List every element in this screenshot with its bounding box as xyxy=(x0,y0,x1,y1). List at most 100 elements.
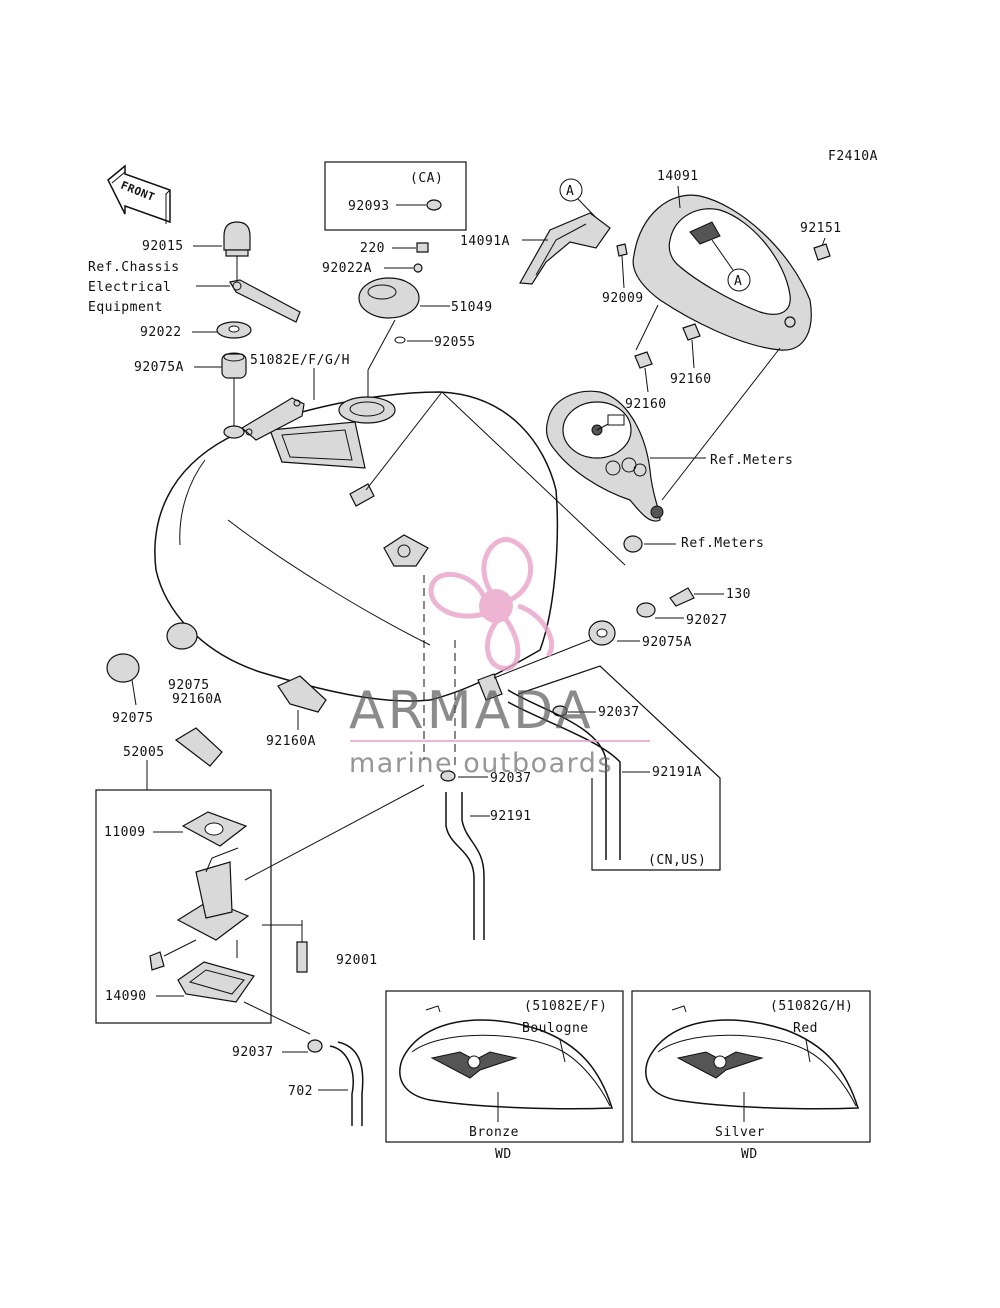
part-label-92093: 92093 xyxy=(348,199,390,214)
damper-92075-upper xyxy=(166,622,198,650)
inset1-code: (51082E/F) xyxy=(524,999,607,1014)
callout-a-right-label: A xyxy=(734,274,742,289)
filter-14090 xyxy=(177,961,255,1003)
ref-meters-label-2: Ref.Meters xyxy=(681,536,764,551)
armada-watermark: ARMADA marine outboards xyxy=(349,537,650,779)
fuel-pump-assembly-box xyxy=(95,789,272,1024)
part-label-92022A: 92022A xyxy=(322,261,372,276)
collar-92027 xyxy=(636,602,656,618)
callout-a-left-label: A xyxy=(566,184,574,199)
tank-outlet xyxy=(477,673,503,701)
part-label-220: 220 xyxy=(360,241,385,256)
propeller-logo-icon xyxy=(428,537,555,671)
grommet-92160-right xyxy=(682,323,701,341)
inset2-color-top: Red xyxy=(793,1021,818,1036)
tank-bracket xyxy=(240,397,305,441)
inset2-market: WD xyxy=(741,1147,758,1162)
inset1-market: WD xyxy=(495,1147,512,1162)
meter-cover-14091 xyxy=(632,194,812,351)
cover-14091A xyxy=(519,212,611,285)
clamp-92037-mid xyxy=(440,770,456,782)
oring-92055 xyxy=(394,336,406,344)
part-label-92027: 92027 xyxy=(686,613,728,628)
color-inset-51082EF xyxy=(385,990,624,1143)
color-inset-51082GH xyxy=(631,990,871,1143)
part-label-92160A-lower: 92160A xyxy=(266,734,316,749)
part-label-702: 702 xyxy=(288,1084,313,1099)
part-label-14091: 14091 xyxy=(657,169,699,184)
screw-220 xyxy=(416,242,429,253)
ref-meters-label-1: Ref.Meters xyxy=(710,453,793,468)
washer-92022A xyxy=(413,263,423,273)
part-label-51049: 51049 xyxy=(451,300,493,315)
part-label-92151: 92151 xyxy=(800,221,842,236)
front-direction-arrow: FRONT xyxy=(107,164,171,224)
part-label-52005: 52005 xyxy=(123,745,165,760)
inset2-color-bottom: Silver xyxy=(715,1125,765,1140)
acorn-nut-92015 xyxy=(223,221,251,251)
mounting-bracket xyxy=(229,279,301,323)
damper-92075-lower xyxy=(106,653,140,683)
inset2-code: (51082G/H) xyxy=(770,999,853,1014)
grommet-92160A xyxy=(277,675,327,713)
part-label-14090: 14090 xyxy=(105,989,147,1004)
screw-92151 xyxy=(813,243,831,261)
hose-92191 xyxy=(445,792,475,940)
bolt-92001 xyxy=(296,941,308,973)
part-label-92160A: 92160A xyxy=(172,692,222,707)
part-label-130: 130 xyxy=(726,587,751,602)
damper-92075A-top xyxy=(221,353,247,379)
watermark-brand: ARMADA xyxy=(349,681,594,741)
filler-neck xyxy=(338,396,396,424)
part-label-92055: 92055 xyxy=(434,335,476,350)
ca-variant-label: (CA) xyxy=(410,171,443,186)
part-label-92075A-right: 92075A xyxy=(642,635,692,650)
ca-variant-box xyxy=(324,161,467,231)
fuel-tank-51082 xyxy=(154,391,559,702)
meter-grommet xyxy=(623,535,643,553)
watermark-tagline: marine outboards xyxy=(349,748,613,779)
inset1-color-bottom: Bronze xyxy=(469,1125,519,1140)
part-label-92075-left: 92075 xyxy=(168,678,210,693)
callout-a-right xyxy=(727,268,751,292)
hose-92191A xyxy=(507,689,607,860)
part-label-92015: 92015 xyxy=(142,239,184,254)
part-label-92191A: 92191A xyxy=(652,765,702,780)
part-label-51082: 51082E/F/G/H xyxy=(250,353,350,368)
part-label-92191: 92191 xyxy=(490,809,532,824)
tank-clip xyxy=(349,483,375,507)
bolt-130 xyxy=(669,587,695,607)
hose-702 xyxy=(329,1045,354,1126)
inset1-tank xyxy=(399,1005,614,1110)
ref-chassis-line1: Ref.Chassis xyxy=(88,260,180,275)
part-label-92075A-top: 92075A xyxy=(134,360,184,375)
part-label-92001: 92001 xyxy=(336,953,378,968)
clamp-92037-low xyxy=(307,1039,323,1053)
nut-92093 xyxy=(426,199,442,211)
pump-mount-plate xyxy=(383,534,429,567)
part-label-92022: 92022 xyxy=(140,325,182,340)
callout-a-left xyxy=(559,178,583,202)
cn-us-label: (CN,US) xyxy=(648,853,706,868)
part-label-92009: 92009 xyxy=(602,291,644,306)
part-label-92160-right: 92160 xyxy=(670,372,712,387)
part-label-92160-left: 92160 xyxy=(625,397,667,412)
part-label-92037-mid: 92037 xyxy=(490,771,532,786)
pump-connector xyxy=(149,951,165,971)
part-label-11009: 11009 xyxy=(104,825,146,840)
part-label-14091A: 14091A xyxy=(460,234,510,249)
pump-grommet xyxy=(174,727,223,767)
screw-92009 xyxy=(616,243,628,257)
part-label-92037-right: 92037 xyxy=(598,705,640,720)
grommet-92160-left xyxy=(634,351,653,369)
cn-us-box xyxy=(517,665,721,871)
tank-top-recess xyxy=(269,421,366,469)
meter-assembly xyxy=(545,390,706,522)
part-label-92075: 92075 xyxy=(112,711,154,726)
inset1-color-top: Boulogne xyxy=(522,1021,589,1036)
part-label-92037-low: 92037 xyxy=(232,1045,274,1060)
inset2-tank xyxy=(645,1005,860,1110)
ref-chassis-line2: Electrical xyxy=(88,280,171,295)
figure-code: F2410A xyxy=(828,149,878,164)
